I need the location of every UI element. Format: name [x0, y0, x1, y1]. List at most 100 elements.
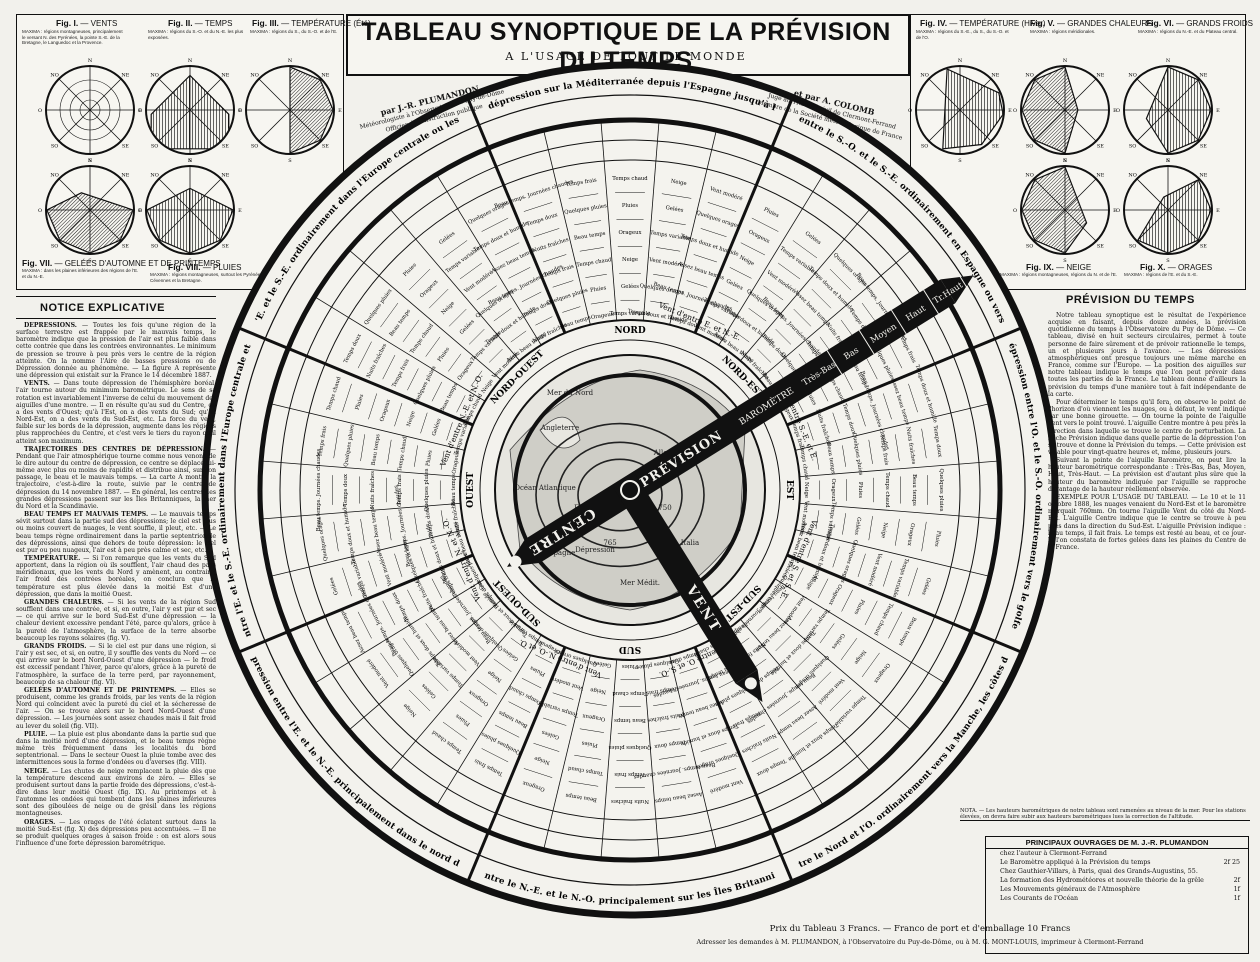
cell-rule [446, 539, 453, 558]
cell-rule [888, 341, 903, 369]
sector-divider [465, 646, 567, 884]
cell-rule [448, 308, 467, 327]
column-divider [436, 617, 552, 806]
cell-rule [562, 667, 581, 674]
cell-rule [448, 353, 462, 372]
prevision-paragraph: EXEMPLE POUR L'USAGE DU TABLEAU. — Le 10… [1048, 493, 1246, 551]
cell-rule [832, 546, 840, 568]
cell-rule [521, 291, 542, 303]
compass-label: E [238, 208, 242, 214]
forecast-cell: Temps doux [424, 505, 435, 538]
forecast-cell: Beau temps [371, 433, 382, 466]
cell-rule [793, 308, 812, 327]
cell-rule [894, 434, 900, 462]
publication-item: chez l'auteur à Clermont-Ferrand [1000, 850, 1107, 857]
figure-spoke [189, 109, 222, 142]
cell-rule [574, 754, 602, 760]
cell-rule [661, 781, 692, 787]
cell-rule [794, 567, 804, 585]
compass-label: NE [1096, 173, 1104, 179]
notice-paragraph: TEMPÉRATURE. — Si l'on remarque que les … [16, 555, 216, 598]
compass-label: NO [50, 173, 58, 179]
figure-diagrams: NNEESESSOONONNEESESSOONONNEESESSOONONNEE… [38, 58, 1220, 264]
cell-rule [882, 393, 892, 420]
map-label: Italia [681, 539, 699, 547]
figure-spoke [58, 209, 91, 242]
fig-3-note: MAXIMA : régions du S., du S.-O. et de l… [250, 29, 338, 34]
cell-rule [387, 439, 392, 464]
forecast-cell: Beau temps [911, 474, 917, 506]
prevision-heading: PRÉVISION DU TEMPS [1066, 294, 1195, 306]
forecast-cell: Temps chaud [397, 435, 409, 472]
column-divider [664, 130, 717, 345]
compass-label: SO [1129, 243, 1137, 249]
compass-label: SE [1200, 143, 1207, 149]
isobar [577, 458, 663, 532]
figure-spoke [89, 109, 122, 142]
level-divider [955, 269, 972, 294]
figure-shading [942, 68, 1003, 150]
compass-label: NO [250, 73, 258, 79]
price-line: Prix du Tableau 3 Francs. — Franco de po… [769, 924, 1071, 934]
cell-rule [476, 285, 497, 301]
cell-rule [459, 262, 483, 280]
cell-rule [650, 675, 670, 680]
cell-rule [456, 567, 466, 585]
fig-2-note: MAXIMA : régions du S.-O. et du N.-E. le… [148, 29, 244, 40]
figure-spoke [289, 78, 322, 111]
compass-label: O [908, 108, 912, 114]
cell-rule [425, 336, 441, 357]
column-divider [261, 501, 481, 520]
compass-label: E [338, 108, 342, 114]
cell-rule [468, 635, 485, 652]
cell-rule [523, 202, 553, 212]
column-divider [727, 603, 871, 772]
column-divider [348, 249, 517, 393]
forecast-cell: Temps frais [878, 434, 889, 466]
map-frame [513, 373, 747, 607]
figure-spoke [1167, 78, 1200, 111]
cell-rule [568, 193, 599, 199]
cell-rule [829, 268, 852, 291]
column-divider [779, 501, 999, 520]
cell-rule [882, 560, 892, 587]
dial-ring-4 [299, 159, 961, 821]
notice-paragraph: PLUIE. — La pluie est plus abondante dan… [16, 730, 216, 767]
cell-rule [868, 516, 873, 541]
column-divider [664, 635, 717, 850]
cell-rule [481, 748, 509, 763]
cell-rule [468, 328, 485, 345]
cell-rule [494, 724, 520, 738]
cell-rule [908, 567, 918, 597]
figure-spoke [1064, 78, 1097, 111]
cell-rule [488, 617, 503, 632]
notice-paragraph: BEAU TEMPS ET MAUVAIS TEMPS. — Le mauvai… [16, 511, 216, 554]
compass-label: S [1063, 258, 1067, 264]
cell-rule [658, 220, 686, 226]
cell-rule [819, 623, 835, 644]
column-divider [543, 130, 596, 345]
forecast-cell: Orageux [906, 523, 916, 547]
cell-rule [656, 728, 681, 733]
compass-label: NO [920, 73, 928, 79]
notice-paragraph: VENTS. — Dans toute dépression de l'hémi… [16, 380, 216, 445]
fig-1-caption: Fig. I. — VENTS [56, 18, 118, 28]
figure-spoke [1064, 209, 1097, 242]
compass-label: SO [1026, 243, 1034, 249]
column-divider [757, 568, 946, 684]
forecast-cell: Pluies [355, 393, 366, 411]
cell-rule [408, 268, 431, 291]
compass-label: SO [921, 143, 929, 149]
figure-spoke [1033, 78, 1066, 111]
compass-label: NO [150, 173, 158, 179]
cell-rule [729, 267, 752, 279]
compass-label: NO [1025, 173, 1033, 179]
prevision-paragraph: Pour déterminer le temps qu'il fera, on … [1048, 398, 1246, 456]
cell-rule [763, 679, 784, 695]
cell-rule [493, 658, 512, 672]
address-line: Adresser les demandes à M. PLUMANDON, à … [696, 938, 1144, 946]
